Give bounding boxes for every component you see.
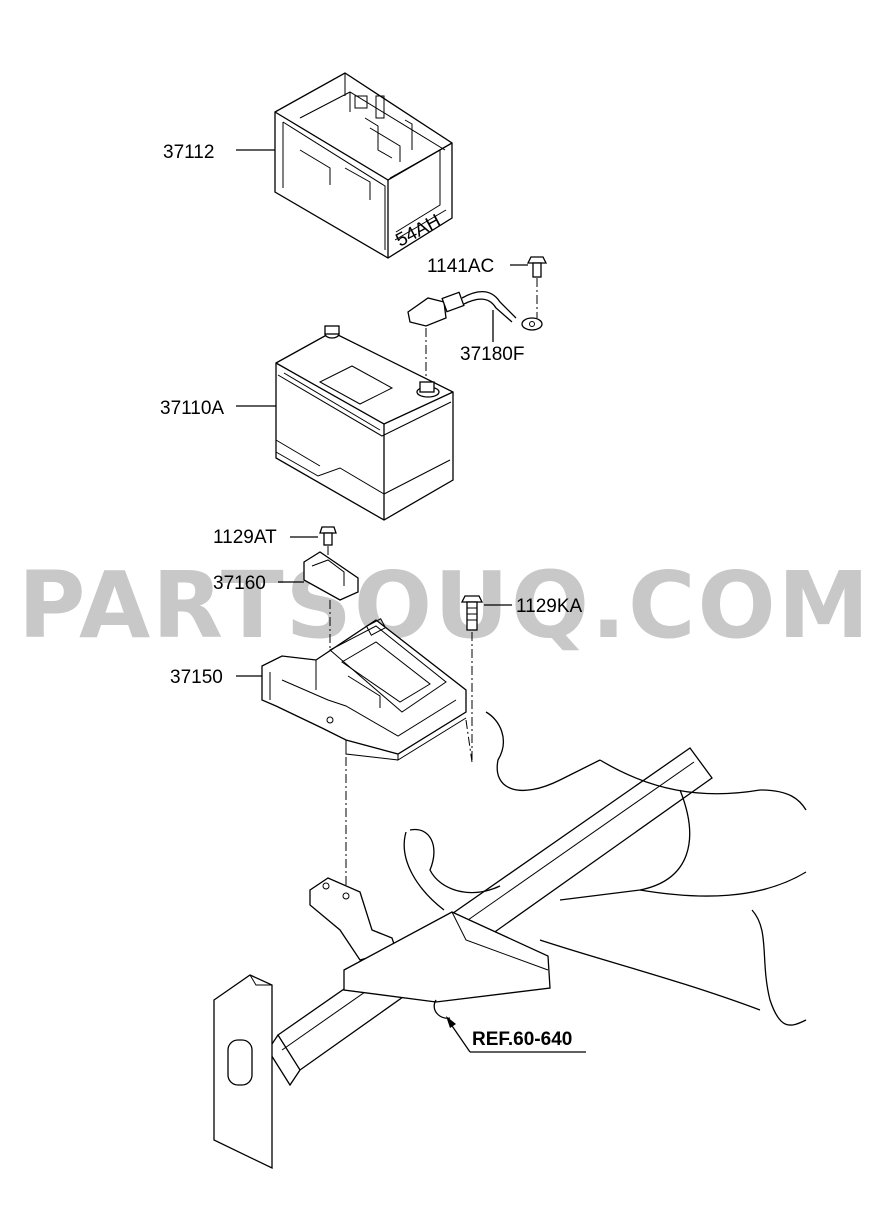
battery-clamp[interactable] bbox=[278, 551, 359, 700]
label-1141ac: 1141AC bbox=[427, 256, 494, 277]
battery-tray-cover[interactable] bbox=[236, 72, 453, 259]
battery[interactable] bbox=[236, 325, 454, 521]
label-37160: 37160 bbox=[213, 573, 266, 594]
label-37180f: 37180F bbox=[460, 344, 524, 365]
battery-tray[interactable] bbox=[236, 618, 473, 890]
watermark: PARTSOUQ.COM bbox=[18, 552, 871, 659]
label-37112: 37112 bbox=[163, 142, 214, 163]
label-37110a: 37110A bbox=[160, 398, 224, 419]
vehicle-frame[interactable] bbox=[213, 711, 807, 1170]
bolt-1129at[interactable] bbox=[290, 526, 337, 568]
bolt-1141ac[interactable] bbox=[510, 256, 548, 318]
label-reference: REF.60-640 bbox=[472, 1029, 572, 1050]
bolt-1129ka[interactable] bbox=[460, 595, 512, 762]
battery-cable[interactable] bbox=[407, 291, 543, 382]
label-1129ka: 1129KA bbox=[516, 596, 583, 617]
label-1129at: 1129AT bbox=[213, 527, 277, 548]
label-37150: 37150 bbox=[170, 667, 223, 688]
